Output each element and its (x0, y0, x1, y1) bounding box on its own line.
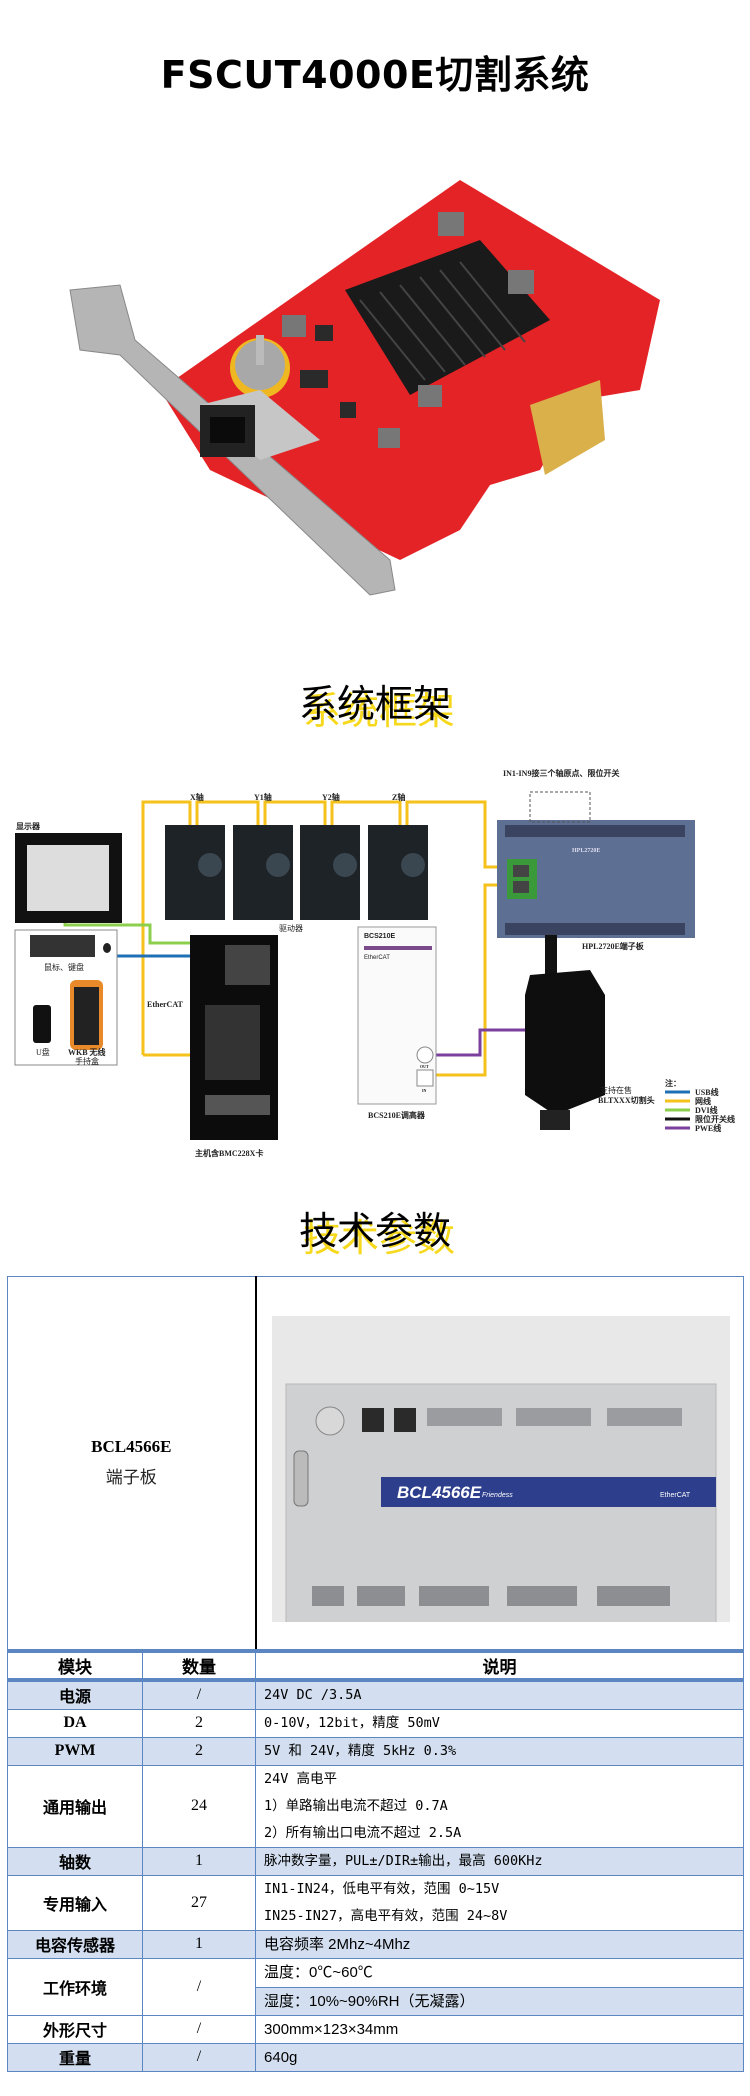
chip (438, 212, 464, 236)
banner-brand: Friendess (482, 1492, 513, 1499)
terminal-board-icon (497, 791, 695, 938)
legend-swatches (665, 1090, 690, 1130)
label-host: 主机含BMC228X卡 (195, 1149, 264, 1158)
table-row: 通用输出 24 24V 高电平 1）单路输出电流不超过 0.7A 2）所有输出口… (7, 1764, 745, 1848)
label-amp-ethercat: EtherCAT (364, 955, 390, 961)
label-handheld-sub: 手持盒 (75, 1057, 99, 1066)
label-ethercat: EtherCAT (147, 1000, 183, 1009)
servo-drivers (165, 825, 428, 920)
display-icon (15, 833, 122, 923)
table-header: 模块 数量 说明 (7, 1648, 745, 1680)
header-module: 模块 (7, 1648, 143, 1680)
cutting-head-icon (525, 935, 605, 1130)
legend-title: 注： (665, 1079, 681, 1088)
label-amp-out: OUT (420, 1064, 429, 1069)
header-desc: 说明 (255, 1648, 745, 1680)
rj45-in-icon (361, 1407, 384, 1432)
page-title: FSCUT4000E切割系统 (160, 53, 590, 97)
host-pc-icon (190, 935, 278, 1140)
legend-item: 限位开关线 (695, 1115, 735, 1124)
label-io-note: IN1-IN9接三个轴原点、限位开关 (503, 769, 620, 778)
label-display: 显示器 (16, 822, 40, 831)
model-banner (380, 1476, 716, 1507)
hero-row: BCL4566E 端子板 BCL4566E Friendess (6, 1276, 745, 1651)
peripherals-box (14, 929, 118, 1066)
hero-model: BCL4566E (91, 1437, 172, 1457)
label-axis-y2: Y2轴 (322, 793, 340, 802)
table-row: 轴数 1 脉冲数字量，PUL±/DIR±输出，最高 600KHz (7, 1846, 745, 1876)
hero-caption: BCL4566E 端子板 (6, 1276, 257, 1651)
product-photo: BMC228X (60, 140, 660, 630)
amplifier-icon (357, 926, 437, 1105)
label-amplifier-model: BCS210E (364, 933, 396, 940)
legend-item: PWE线 (695, 1124, 722, 1133)
chip (282, 315, 306, 337)
chip (315, 325, 333, 341)
label-amplifier: BCS210E调高器 (368, 1111, 425, 1120)
label-cut-head-2: BLTXXX切割头 (598, 1096, 655, 1105)
hero-image-cell: BCL4566E Friendess EtherCAT (255, 1276, 745, 1651)
label-axis-x: X轴 (190, 793, 204, 802)
label-terminal-board: HPL2720E端子板 (582, 942, 644, 951)
table-row: 专用输入 27 IN1-IN24，低电平有效，范围 0~15V IN25-IN2… (7, 1874, 745, 1931)
heatsink-icon (345, 240, 550, 395)
chip (378, 428, 400, 448)
label-drivers: 驱动器 (279, 924, 303, 933)
legend-item: USB线 (695, 1088, 719, 1097)
system-architecture-diagram: 显示器 X轴 Y1轴 Y2轴 Z轴 驱动器 IN1-IN9接三个轴原点、限位开关… (0, 755, 750, 1165)
legend-item: 网线 (695, 1097, 711, 1106)
terminal-board-photo: BCL4566E Friendess EtherCAT (271, 1315, 730, 1641)
label-axis-y1: Y1轴 (254, 793, 272, 802)
header-qty: 数量 (141, 1648, 257, 1680)
section-title-specs: 技术参数 技术参数 (298, 1209, 455, 1260)
banner-model: BCL4566E (397, 1483, 482, 1502)
pcie-card-illustration: BMC228X (69, 180, 660, 596)
section-title-architecture: 系统框架 系统框架 (298, 682, 455, 733)
rj45-out-icon (393, 1407, 416, 1432)
label-mouse-keyboard: 鼠标、键盘 (44, 963, 84, 972)
label-axis-z: Z轴 (392, 793, 406, 802)
db25-connector-icon (293, 1450, 309, 1507)
banner-bus: EtherCAT (660, 1492, 691, 1499)
diagram-wiring (14, 791, 695, 1140)
mouse-icon (103, 943, 111, 953)
pwe-cable (430, 1028, 560, 1057)
bcl4566e-illustration: BCL4566E Friendess EtherCAT (285, 1383, 717, 1641)
table-row: 电源 / 24V DC /3.5A (7, 1677, 745, 1710)
label-usb-disk: U盘 (36, 1048, 50, 1057)
table-row: DA 2 0-10V，12bit，精度 50mV (7, 1708, 745, 1738)
label-amp-in: IN (422, 1088, 427, 1093)
label-handheld: WKB 无线 (68, 1048, 106, 1057)
table-row: 电容传感器 1 电容频率 2Mhz~4Mhz (7, 1929, 745, 1959)
table-row: PWM 2 5V 和 24V，精度 5kHz 0.3% (7, 1736, 745, 1766)
table-row: 外形尺寸 / 300mm×123×34mm (7, 2014, 745, 2044)
legend-item: DVI线 (695, 1106, 718, 1115)
chip (300, 370, 328, 388)
keyboard-icon (30, 935, 95, 957)
hero-subtitle: 端子板 (105, 1468, 157, 1489)
spec-table: BCL4566E 端子板 BCL4566E Friendess (6, 1276, 745, 2072)
label-terminal-board-model: HPL2720E (572, 848, 601, 854)
table-row: 工作环境 / 温度：0℃~60℃ 湿度：10%~90%RH（无凝露） (7, 1957, 745, 2016)
chip (418, 385, 442, 407)
usb-disk-icon (33, 1005, 51, 1043)
table-row: 重量 / 640g (7, 2042, 745, 2072)
chip (508, 270, 534, 294)
power-connector-icon (315, 1406, 345, 1436)
gold-fingers (530, 380, 605, 475)
chip (340, 402, 356, 418)
label-cut-head-1: 支持在售 (600, 1086, 632, 1095)
